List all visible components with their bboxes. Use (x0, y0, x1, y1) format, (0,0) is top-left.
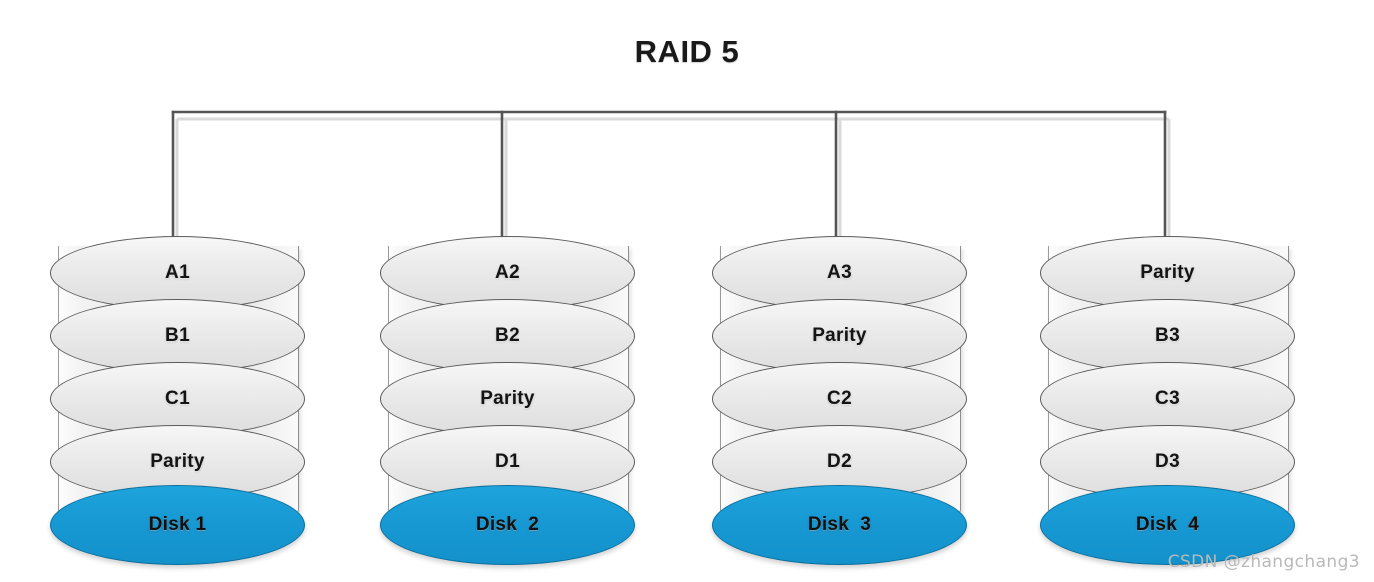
stripe-label: D1 (495, 451, 520, 472)
stripe-label: Parity (150, 451, 205, 472)
stripe-label: Parity (812, 325, 867, 346)
stripe-label: Parity (1140, 262, 1195, 283)
stripe-block[interactable]: C3 (1040, 362, 1295, 436)
stripe-label: D3 (1155, 451, 1180, 472)
platter-stack-4: Parity B3 C3 D3 Disk 4 (1040, 228, 1295, 565)
stripe-block[interactable]: Parity (1040, 236, 1295, 310)
disk-column-3[interactable]: A3 Parity C2 D2 Disk 3 (712, 228, 967, 565)
stripe-block[interactable]: A1 (50, 236, 305, 310)
disk-base-label-block[interactable]: Disk 1 (50, 485, 305, 565)
stripe-block[interactable]: Parity (712, 299, 967, 373)
stripe-label: C3 (1155, 388, 1180, 409)
platter-stack-1: A1 B1 C1 Parity Disk 1 (50, 228, 305, 565)
disk-name-label: Disk 3 (807, 514, 872, 535)
stripe-block[interactable]: B1 (50, 299, 305, 373)
platter-stack-3: A3 Parity C2 D2 Disk 3 (712, 228, 967, 565)
stripe-block[interactable]: A3 (712, 236, 967, 310)
stripe-block[interactable]: C2 (712, 362, 967, 436)
disk-name-label: Disk 2 (475, 514, 540, 535)
stripe-label: A3 (827, 262, 852, 283)
stripe-label: C2 (827, 388, 852, 409)
disk-name-label: Disk 1 (148, 514, 207, 535)
disk-column-1[interactable]: A1 B1 C1 Parity Disk 1 (50, 228, 305, 565)
disk-base-label-block[interactable]: Disk 4 (1040, 485, 1295, 565)
disk-base-label-block[interactable]: Disk 3 (712, 485, 967, 565)
disk-base-label-block[interactable]: Disk 2 (380, 485, 635, 565)
stripe-block[interactable]: D3 (1040, 425, 1295, 499)
stripe-label: B2 (495, 325, 520, 346)
stripe-label: A1 (165, 262, 190, 283)
stripe-block[interactable]: C1 (50, 362, 305, 436)
disk-column-2[interactable]: A2 B2 Parity D1 Disk 2 (380, 228, 635, 565)
stripe-label: C1 (165, 388, 190, 409)
stripe-label: B1 (165, 325, 190, 346)
stripe-block[interactable]: B3 (1040, 299, 1295, 373)
stripe-block[interactable]: B2 (380, 299, 635, 373)
stripe-label: D2 (827, 451, 852, 472)
stripe-label: B3 (1155, 325, 1180, 346)
stripe-block[interactable]: Parity (380, 362, 635, 436)
disk-name-label: Disk 4 (1135, 514, 1200, 535)
watermark-text: CSDN @zhangchang3 (1167, 552, 1360, 572)
stripe-label: Parity (480, 388, 535, 409)
stripe-label: A2 (495, 262, 520, 283)
page-title: RAID 5 (634, 34, 740, 69)
platter-stack-2: A2 B2 Parity D1 Disk 2 (380, 228, 635, 565)
bus-shadow (175, 117, 1171, 246)
bus-lines (171, 110, 1167, 245)
disk-column-4[interactable]: Parity B3 C3 D3 Disk 4 (1040, 228, 1295, 565)
